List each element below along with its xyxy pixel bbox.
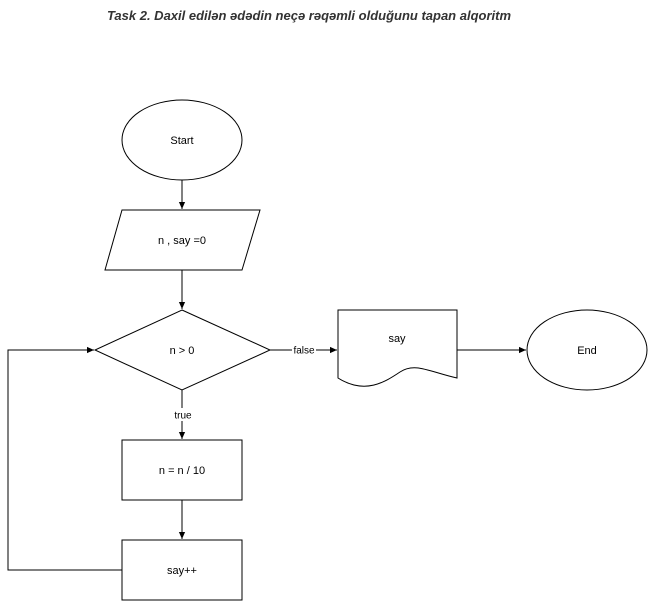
start-terminal xyxy=(121,99,243,181)
false-label-bg xyxy=(292,343,316,356)
start-label: Start xyxy=(170,135,193,147)
diagram-title: Task 2. Daxil edilən ədədin neçə rəqəmli… xyxy=(106,8,512,23)
input-parallelogram xyxy=(104,209,261,271)
increment-process xyxy=(121,539,243,601)
edge-loop-back xyxy=(7,346,122,571)
end-terminal xyxy=(526,309,648,391)
output-document xyxy=(337,309,458,387)
true-label-bg xyxy=(172,408,194,421)
divide-label: n = n / 10 xyxy=(159,465,205,477)
true-label: true xyxy=(174,411,192,422)
condition-diamond xyxy=(93,309,272,391)
output-label: say xyxy=(388,333,406,345)
condition-label: n > 0 xyxy=(170,345,195,357)
end-label: End xyxy=(577,345,597,357)
false-label: false xyxy=(293,346,315,357)
input-label: n , say =0 xyxy=(158,235,206,247)
increment-label: say++ xyxy=(167,565,197,577)
divide-process xyxy=(121,439,243,501)
